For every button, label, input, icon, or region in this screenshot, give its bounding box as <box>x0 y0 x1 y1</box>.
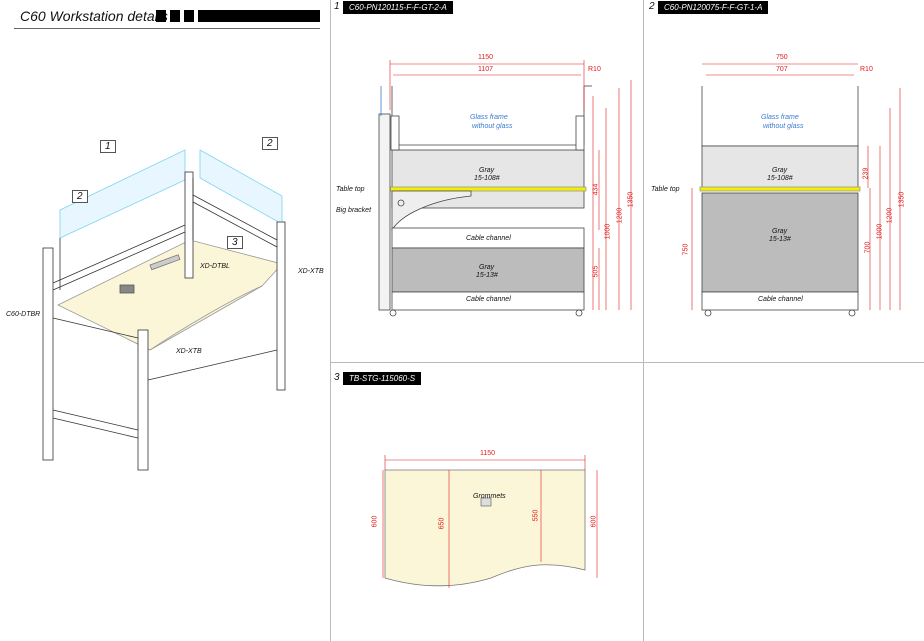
panel-code-tag: TB-STG-115060-S <box>343 372 422 385</box>
title-underline <box>14 28 320 29</box>
dim-239: 239 <box>862 167 870 180</box>
label-xd-xtb: XD-XTB <box>176 348 202 355</box>
label-xd-dtbl: XD-DTBL <box>200 263 230 270</box>
label-gray: Gray <box>772 167 788 174</box>
frame-post <box>137 329 149 471</box>
dim-radius: R10 <box>588 66 601 73</box>
desk-outline <box>384 469 586 587</box>
cable-channel <box>391 291 585 311</box>
gray-panel-top <box>701 145 859 189</box>
label-gray-code: 15-108# <box>767 175 793 182</box>
page-title: C60 Workstation details <box>20 8 168 24</box>
label-gray-code: 15-13# <box>769 236 791 243</box>
dim-434: 434 <box>592 183 600 196</box>
label-c60-dtbr: C60-DTBR <box>6 311 41 318</box>
title-bar-block <box>198 10 320 22</box>
label-gray: Gray <box>772 228 788 235</box>
label-big-bracket: Big bracket <box>336 207 372 214</box>
dim-650: 650 <box>438 517 446 530</box>
note-without-glass: without glass <box>763 123 804 130</box>
glass-frame <box>391 86 585 146</box>
title-bar-block <box>170 10 180 22</box>
callout-2: 2 <box>262 137 278 150</box>
table-top-strip <box>389 186 587 192</box>
panel-divider-vertical <box>643 0 644 641</box>
dim-600: 600 <box>371 515 379 528</box>
callout-2: 2 <box>72 190 88 203</box>
note-glass-frame: Glass frame <box>470 114 508 121</box>
label-cable-channel: Cable channel <box>758 296 803 303</box>
grommet <box>119 284 135 294</box>
label-table-top: Table top <box>336 186 365 193</box>
label-cable-channel: Cable channel <box>466 235 511 242</box>
label-table-top: Table top <box>651 186 680 193</box>
note-without-glass: without glass <box>472 123 513 130</box>
dim-750: 750 <box>682 243 690 256</box>
label-cable-channel: Cable channel <box>466 296 511 303</box>
panel-divider-vertical <box>330 0 331 641</box>
dim-inner: 1107 <box>478 66 494 73</box>
elevation-2 <box>691 63 901 317</box>
frame-post <box>378 113 391 311</box>
isometric-workstation <box>42 149 286 471</box>
glass-panel-back <box>59 149 186 239</box>
dim-1000: 1000 <box>604 223 612 240</box>
title-bar-block <box>184 10 194 22</box>
glass-panel-side <box>199 149 283 225</box>
table-top-strip <box>699 186 861 192</box>
label-gray: Gray <box>479 264 495 271</box>
dim-width: 1150 <box>480 450 496 457</box>
dim-1000: 1000 <box>876 223 884 240</box>
dim-600: 600 <box>590 515 598 528</box>
panel-number: 1 <box>334 1 340 12</box>
panel-code-tag: C60-PN120075-F-F-GT-1-A <box>658 1 769 14</box>
dim-radius: R10 <box>860 66 873 73</box>
callout-3: 3 <box>227 236 243 249</box>
label-gray: Gray <box>479 167 495 174</box>
grommet <box>480 497 492 507</box>
frame-post <box>276 221 286 391</box>
big-bracket <box>391 190 472 232</box>
panel-number: 2 <box>649 1 655 12</box>
label-gray-code: 15-13# <box>476 272 498 279</box>
panel-divider-horizontal <box>331 362 924 363</box>
dim-1350: 1350 <box>627 191 635 208</box>
panel-number: 3 <box>334 372 340 383</box>
frame-post <box>42 247 54 461</box>
label-xd-xtb: XD-XTB <box>298 268 324 275</box>
desk-top-view <box>382 455 598 588</box>
dim-overall: 750 <box>776 54 788 61</box>
panel-code-tag: C60-PN120115-F-F-GT-2-A <box>343 1 453 14</box>
dim-overall: 1150 <box>478 54 494 61</box>
desk-top <box>57 239 283 351</box>
gray-panel-bottom <box>701 192 859 293</box>
label-grommets: Grommets <box>473 493 506 500</box>
frame-post <box>184 171 194 279</box>
dim-inner: 707 <box>776 66 788 73</box>
gray-panel-bottom <box>391 247 585 293</box>
dim-550: 550 <box>532 509 540 522</box>
dim-700: 700 <box>864 241 872 254</box>
callout-1: 1 <box>100 140 116 153</box>
note-glass-frame: Glass frame <box>761 114 799 121</box>
dim-1350: 1350 <box>898 191 906 208</box>
dim-505: 505 <box>592 265 600 278</box>
dim-1200: 1200 <box>886 207 894 224</box>
cable-channel <box>701 291 859 311</box>
title-bar-block <box>156 10 166 22</box>
dim-1200: 1200 <box>616 207 624 224</box>
elevation-1 <box>378 60 632 317</box>
label-gray-code: 15-108# <box>474 175 500 182</box>
